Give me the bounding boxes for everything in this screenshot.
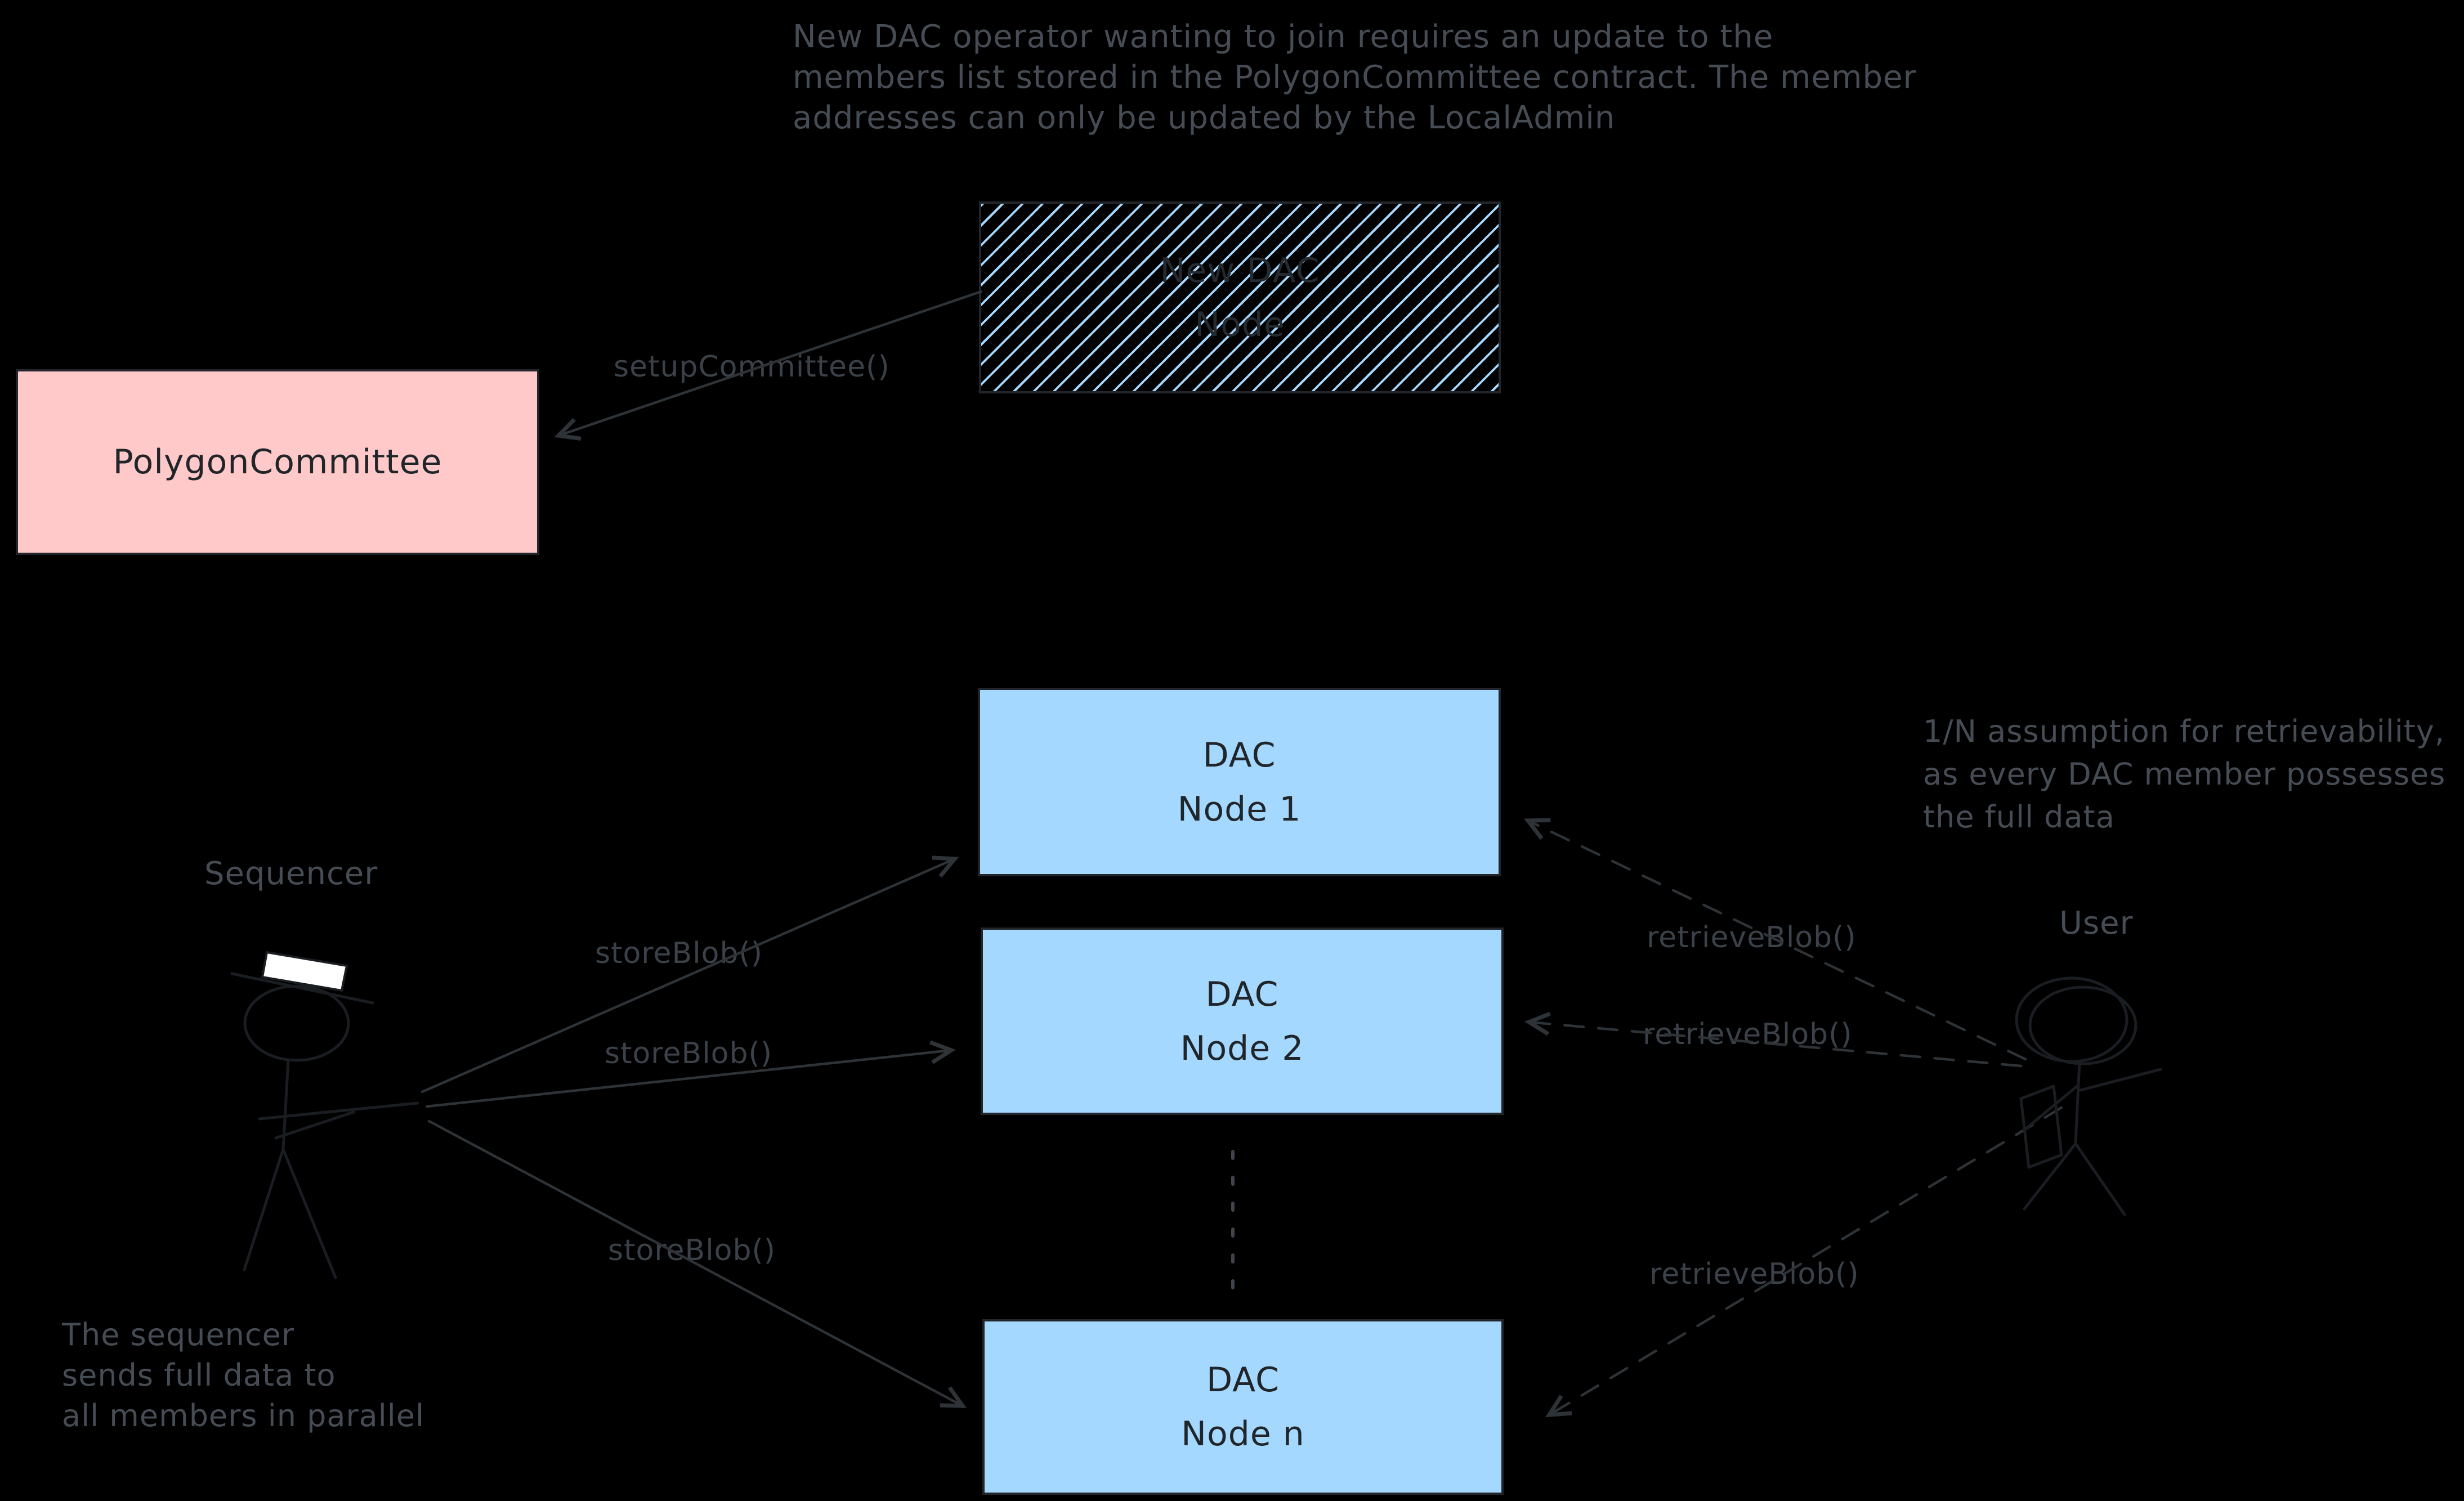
note-new-dac-operator: New DAC operator wanting to join require…: [793, 17, 1917, 138]
note-line: members list stored in the PolygonCommit…: [793, 59, 1917, 96]
note-line: 1/N assumption for retrievability,: [1923, 714, 2445, 749]
dac-node-1-label: Node 1: [1177, 789, 1302, 829]
polygon-committee-label: PolygonCommittee: [113, 442, 442, 482]
stick-figure-head: [2028, 985, 2137, 1065]
setup-committee-arrow: [554, 290, 983, 441]
note-retrievability: 1/N assumption for retrievability, as ev…: [1923, 710, 2445, 839]
stick-figure-arm: [2024, 1083, 2080, 1131]
stick-figure-head: [2015, 976, 2128, 1063]
note-line: as every DAC member possesses: [1923, 756, 2446, 792]
stick-figure-leg: [281, 1148, 337, 1279]
user-label: User: [2059, 905, 2134, 942]
retrieve-blob-arrow-2: [1524, 1011, 2023, 1068]
store-blob-arrow-3: [427, 1119, 967, 1408]
sequencer-figure: [230, 951, 419, 1279]
stick-figure-leg: [2023, 1142, 2077, 1211]
dac-node-n-label: DAC: [1206, 1360, 1280, 1400]
setup-committee-label: setupCommittee(): [614, 350, 890, 384]
sequencer-hat-brim: [230, 972, 374, 1005]
stick-figure-arm: [2077, 1068, 2162, 1092]
user-figure: [2015, 976, 2162, 1216]
sequencer-label: Sequencer: [204, 855, 378, 892]
store-blob-label-1: storeBlob(): [595, 937, 763, 970]
retrieve-blob-arrow-3: [1545, 1106, 2063, 1418]
polygon-committee-box: PolygonCommittee: [16, 369, 539, 555]
stick-figure-leg: [2074, 1142, 2126, 1216]
stick-figure-leg: [243, 1148, 285, 1271]
note-line: all members in parallel: [62, 1398, 424, 1433]
dac-node-2-label: Node 2: [1180, 1028, 1304, 1068]
stick-figure-arm: [274, 1110, 355, 1140]
stick-figure-arm: [258, 1101, 419, 1121]
dac-node-n-box: DAC Node n: [982, 1319, 1504, 1495]
stick-figure-head: [243, 984, 350, 1062]
sequencer-hat: [261, 951, 348, 992]
stick-figure-hand-flag: [2019, 1085, 2063, 1169]
store-blob-label-2: storeBlob(): [605, 1037, 773, 1070]
note-line: the full data: [1923, 799, 2115, 835]
new-dac-node-label: New DAC: [1160, 250, 1320, 290]
new-dac-node-label: Node: [1195, 304, 1285, 344]
note-line: addresses can only be updated by the Loc…: [793, 100, 1616, 136]
note-line: The sequencer: [62, 1317, 295, 1352]
note-line: sends full data to: [62, 1357, 336, 1393]
retrieve-blob-arrow-1: [1523, 818, 2027, 1061]
note-sequencer-parallel: The sequencer sends full data to all mem…: [62, 1315, 424, 1436]
dac-node-2-label: DAC: [1205, 974, 1279, 1014]
store-blob-arrow-2: [425, 1040, 956, 1108]
stick-figure-body: [2074, 1060, 2081, 1145]
dac-node-2-box: DAC Node 2: [981, 928, 1504, 1115]
dac-node-n-label: Node n: [1181, 1414, 1305, 1454]
note-line: New DAC operator wanting to join require…: [793, 19, 1774, 55]
store-blob-arrow-1: [421, 855, 959, 1094]
retrieve-blob-label-3: retrieveBlob(): [1649, 1257, 1859, 1291]
dac-node-1-label: DAC: [1202, 735, 1276, 775]
new-dac-node-box: New DAC Node: [979, 201, 1501, 393]
dac-node-1-box: DAC Node 1: [978, 688, 1501, 876]
